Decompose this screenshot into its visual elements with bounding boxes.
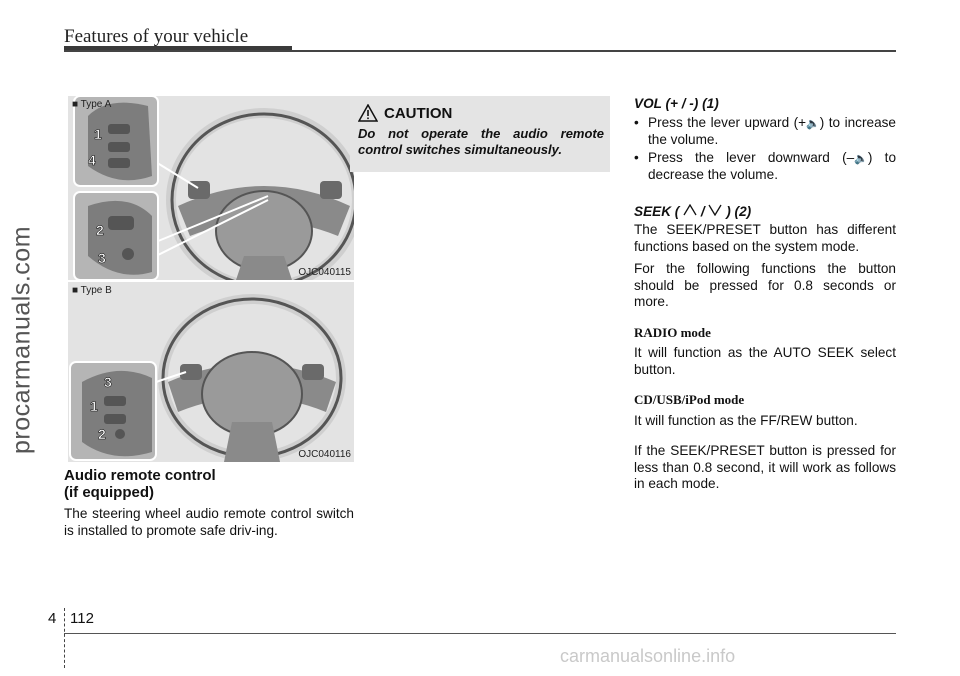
vol-bullet-down: Press the lever downward (–🔈) to decreas… [634,150,896,184]
callout-1: 1 [94,126,102,143]
figure-type-b: ■ Type B OJC040116 3 1 2 [68,282,354,462]
speaker-icon: 🔈 [806,117,820,130]
vol-heading: VOL (+ / -) (1) [634,96,719,111]
footer-divider [64,608,65,668]
footer-page-number: 112 [70,610,94,627]
right-column: VOL (+ / -) (1) Press the lever upward (… [634,96,896,499]
seek-up-icon [683,203,697,215]
speaker-icon: 🔈 [854,152,868,165]
seek-paragraph-2: For the following functions the button s… [634,261,896,309]
short-press-paragraph: If the SEEK/PRESET button is pressed for… [634,443,896,491]
callout-3: 3 [104,374,112,391]
callout-2: 2 [98,426,106,443]
callout-1: 1 [90,398,98,415]
caution-title: CAUTION [384,105,453,122]
steering-wheel-illustration-a [73,96,354,280]
figure-a-code: OJC040115 [298,267,351,278]
figure-a-type-label: ■ Type A [72,99,112,110]
radio-mode-title: RADIO mode [634,324,711,340]
radio-mode-text: It will function as the AUTO SEEK select… [634,345,896,377]
caution-box: CAUTION Do not operate the audio remote … [350,96,610,172]
side-watermark: procarmanuals.com [7,225,36,455]
figure-type-a: ■ Type A OJC040115 1 4 2 3 [68,96,354,280]
header-accent-bar [64,46,292,52]
footer-section-number: 4 [48,610,57,627]
footer-rule [64,633,896,634]
seek-heading: SEEK ( / ) (2) [634,203,752,219]
header-rule [64,50,896,52]
vol-bullet-up: Press the lever upward (+🔈) to increase … [634,115,896,149]
callout-4: 4 [88,152,96,169]
figure-b-type-label: ■ Type B [72,285,112,296]
footer-watermark: carmanualsonline.info [560,646,736,666]
callout-2: 2 [96,222,104,239]
steering-wheel-illustration-b [69,294,346,462]
section-heading: Audio remote control (if equipped) [64,467,216,501]
figure-b-code: OJC040116 [298,449,351,460]
caution-text: Do not operate the audio remote control … [358,126,604,157]
cd-mode-title: CD/USB/iPod mode [634,392,745,407]
warning-triangle-icon [358,104,378,122]
seek-down-icon [708,204,723,216]
cd-mode-text: It will function as the FF/REW button. [634,412,858,428]
section-body: The steering wheel audio remote control … [64,506,354,538]
callout-3: 3 [98,250,106,267]
seek-paragraph-1: The SEEK/PRESET button has different fun… [634,222,896,254]
square-bullet-icon: ■ [72,285,79,296]
square-bullet-icon: ■ [72,99,79,110]
page-header-title: Features of your vehicle [64,26,249,47]
